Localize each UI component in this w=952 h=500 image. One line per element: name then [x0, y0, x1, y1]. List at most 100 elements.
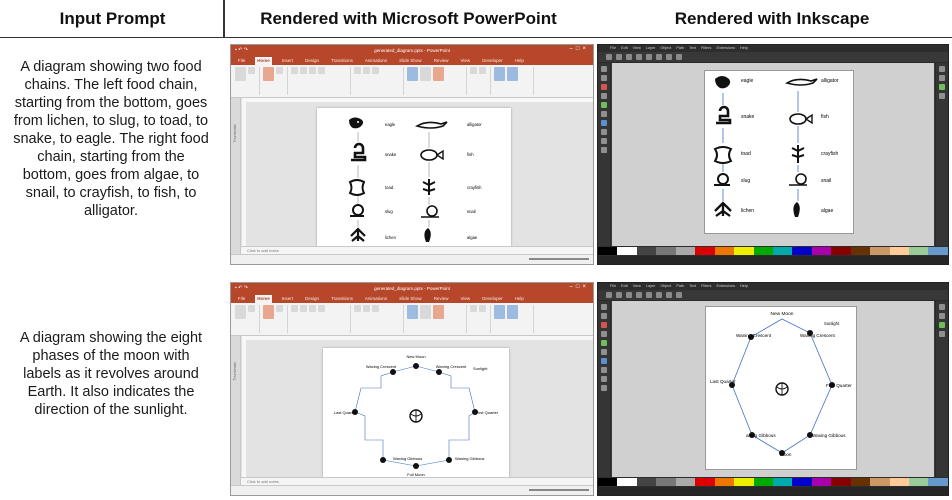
snap-icon[interactable]: [939, 66, 945, 72]
underline-icon[interactable]: [309, 305, 316, 312]
quick-styles-icon[interactable]: [433, 67, 444, 81]
menu-edit[interactable]: Edit: [621, 46, 628, 50]
snap-icon[interactable]: [939, 304, 945, 310]
bullets-icon[interactable]: [372, 305, 379, 312]
zoom-slider[interactable]: [529, 489, 589, 491]
layout-icon[interactable]: [276, 67, 283, 74]
find-icon[interactable]: [470, 67, 477, 74]
pen-tool-icon[interactable]: [601, 349, 607, 355]
replace-icon[interactable]: [479, 67, 486, 74]
node-tool-icon[interactable]: [601, 75, 607, 81]
notes-pane[interactable]: Click to add notes: [241, 246, 593, 254]
pdf-icon[interactable]: [494, 305, 505, 319]
menu-edit[interactable]: Edit: [621, 284, 628, 288]
tab-developer[interactable]: Developer: [482, 58, 503, 63]
italic-icon[interactable]: [300, 67, 307, 74]
ellipse-tool-icon[interactable]: [601, 331, 607, 337]
star-tool-icon[interactable]: [601, 340, 607, 346]
tab-transitions[interactable]: Transitions: [331, 58, 353, 63]
quick-access-icons[interactable]: ▪ ↶ ↷: [235, 285, 248, 291]
menu-layer[interactable]: Layer: [645, 46, 656, 50]
menu-object[interactable]: Object: [660, 284, 672, 288]
snap-nodes-icon[interactable]: [939, 313, 945, 319]
shapes-icon[interactable]: [407, 305, 418, 319]
redo-icon[interactable]: [656, 54, 662, 60]
tab-design[interactable]: Design: [305, 58, 320, 63]
tab-help[interactable]: Help: [514, 296, 524, 301]
align-left-icon[interactable]: [354, 305, 361, 312]
menu-file[interactable]: File: [610, 284, 617, 288]
align-icon[interactable]: [676, 54, 682, 60]
align-left-icon[interactable]: [354, 67, 361, 74]
text-tool-icon[interactable]: [601, 120, 607, 126]
tab-animations[interactable]: Animations: [364, 296, 388, 301]
menu-help[interactable]: Help: [740, 46, 748, 50]
bullets-icon[interactable]: [372, 67, 379, 74]
pdf-share-icon[interactable]: [507, 305, 518, 319]
menu-extensions[interactable]: Extensions: [716, 46, 736, 50]
new-doc-icon[interactable]: [606, 54, 612, 60]
tab-home[interactable]: Home: [255, 57, 272, 65]
zoom-icon[interactable]: [666, 292, 672, 298]
tab-insert[interactable]: Insert: [281, 58, 294, 63]
window-controls[interactable]: –□×: [569, 284, 589, 290]
bold-icon[interactable]: [291, 305, 298, 312]
color-palette[interactable]: [598, 477, 948, 487]
save-icon[interactable]: [626, 292, 632, 298]
thumbnails-pane[interactable]: Thumbnails: [231, 98, 241, 254]
quick-styles-icon[interactable]: [433, 305, 444, 319]
select-tool-icon[interactable]: [601, 304, 607, 310]
undo-icon[interactable]: [646, 54, 652, 60]
color-palette[interactable]: [598, 246, 948, 256]
dropper-tool-icon[interactable]: [601, 376, 607, 382]
menu-path[interactable]: Path: [676, 46, 685, 50]
ink-canvas[interactable]: New Moon Sunlight Waning Crescent Waxing…: [612, 301, 934, 477]
replace-icon[interactable]: [479, 305, 486, 312]
find-icon[interactable]: [470, 305, 477, 312]
save-icon[interactable]: [626, 54, 632, 60]
text-tool-icon[interactable]: [601, 358, 607, 364]
notes-pane[interactable]: Click to add notes: [241, 477, 593, 485]
arrange-icon[interactable]: [420, 305, 431, 319]
new-slide-icon[interactable]: [263, 67, 274, 81]
rect-tool-icon[interactable]: [601, 322, 607, 328]
snap-nodes-icon[interactable]: [939, 75, 945, 81]
font-color-icon[interactable]: [318, 67, 325, 74]
star-tool-icon[interactable]: [601, 102, 607, 108]
arrange-icon[interactable]: [420, 67, 431, 81]
menu-layer[interactable]: Layer: [645, 284, 656, 288]
snap-guides-icon[interactable]: [939, 84, 945, 90]
tab-view[interactable]: View: [460, 58, 471, 63]
pdf-icon[interactable]: [494, 67, 505, 81]
align-center-icon[interactable]: [363, 67, 370, 74]
ink-canvas[interactable]: eagle snake toad slug lichen alligator f…: [612, 63, 934, 246]
thumbnails-pane[interactable]: Thumbnails: [231, 336, 241, 485]
print-icon[interactable]: [636, 292, 642, 298]
tab-developer[interactable]: Developer: [482, 296, 503, 301]
select-tool-icon[interactable]: [601, 66, 607, 72]
slide-moon-phases[interactable]: New Moon Waxing Crescent Waning Crescent…: [323, 348, 509, 484]
snap-grid-icon[interactable]: [939, 331, 945, 337]
snap-guides-icon[interactable]: [939, 322, 945, 328]
node-tool-icon[interactable]: [601, 313, 607, 319]
font-color-icon[interactable]: [318, 305, 325, 312]
tab-animations[interactable]: Animations: [364, 58, 388, 63]
open-icon[interactable]: [616, 292, 622, 298]
open-icon[interactable]: [616, 54, 622, 60]
menu-view[interactable]: View: [632, 284, 641, 288]
pdf-share-icon[interactable]: [507, 67, 518, 81]
slide-food-chain[interactable]: eagle snake toad slug lichen alligator f…: [317, 108, 511, 255]
tab-review[interactable]: Review: [433, 58, 449, 63]
bold-icon[interactable]: [291, 67, 298, 74]
gradient-tool-icon[interactable]: [601, 129, 607, 135]
menu-object[interactable]: Object: [660, 46, 672, 50]
menu-text[interactable]: Text: [689, 284, 697, 288]
spray-tool-icon[interactable]: [601, 147, 607, 153]
new-doc-icon[interactable]: [606, 292, 612, 298]
menu-file[interactable]: File: [610, 46, 617, 50]
snap-grid-icon[interactable]: [939, 93, 945, 99]
menu-view[interactable]: View: [632, 46, 641, 50]
menu-filters[interactable]: Filters: [701, 284, 712, 288]
tab-insert[interactable]: Insert: [281, 296, 294, 301]
tab-view[interactable]: View: [460, 296, 471, 301]
